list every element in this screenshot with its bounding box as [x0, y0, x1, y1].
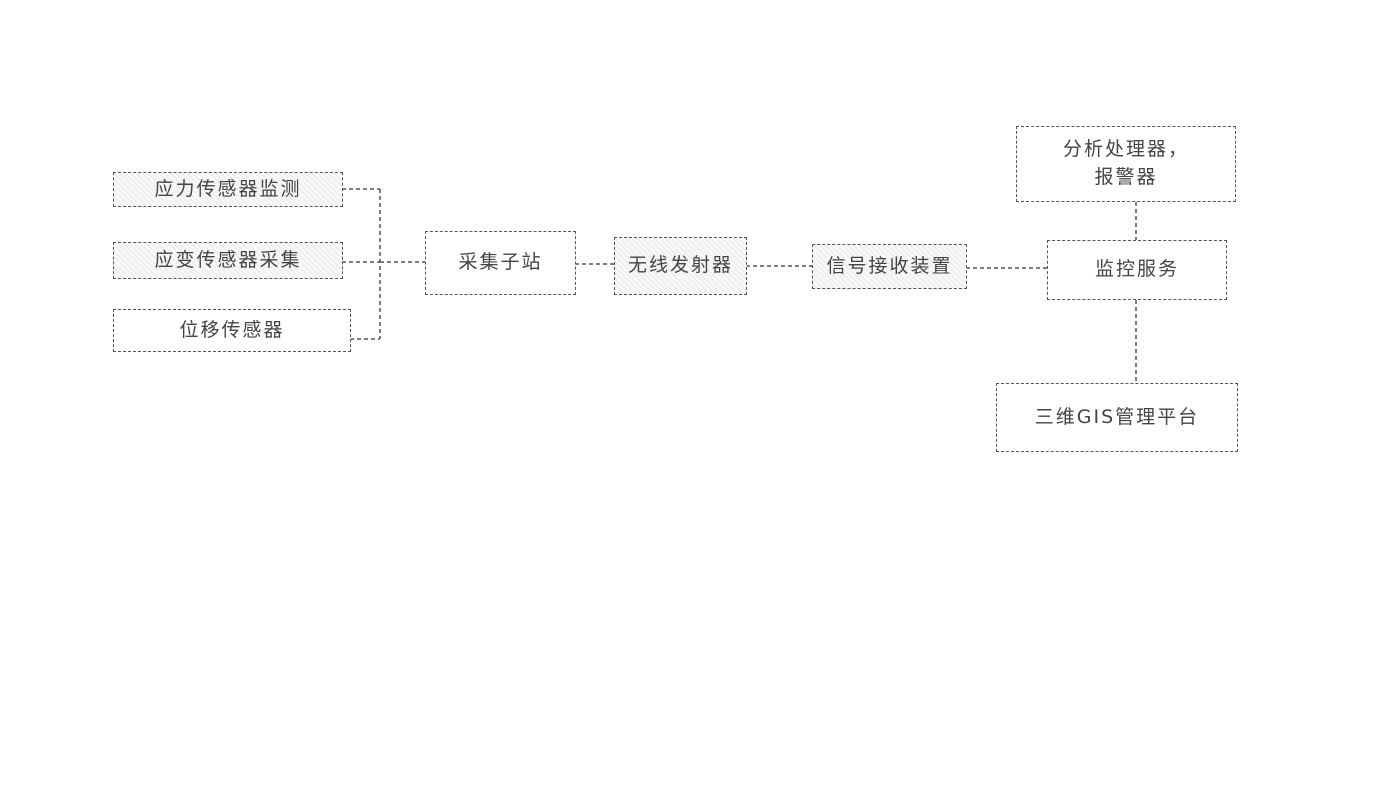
node-sensor-a-label: 应力传感器监测 — [154, 177, 302, 200]
node-analysis: 分析处理器， 报警器 — [1016, 126, 1236, 202]
node-receiver-label: 信号接收装置 — [826, 254, 953, 277]
node-sensor-b-label: 应变传感器采集 — [154, 248, 302, 271]
node-wireless-label: 无线发射器 — [627, 254, 733, 277]
node-sensor-c: 位移传感器 — [113, 309, 351, 352]
node-sensor-a: 应力传感器监测 — [113, 172, 343, 207]
node-server: 监控服务 — [1047, 240, 1227, 300]
node-wireless: 无线发射器 — [614, 237, 747, 295]
node-analysis-label-line2: 报警器 — [1094, 166, 1158, 188]
node-collector-label: 采集子站 — [458, 251, 543, 274]
node-analysis-label-line1: 分析处理器， — [1062, 138, 1189, 161]
node-sensor-c-label: 位移传感器 — [179, 318, 285, 341]
node-receiver: 信号接收装置 — [812, 244, 967, 289]
node-sensor-b: 应变传感器采集 — [113, 242, 343, 279]
node-platform: 三维GIS管理平台 — [996, 383, 1238, 452]
node-server-label: 监控服务 — [1094, 258, 1179, 281]
node-platform-label: 三维GIS管理平台 — [1034, 405, 1200, 428]
node-collector: 采集子站 — [425, 231, 576, 295]
